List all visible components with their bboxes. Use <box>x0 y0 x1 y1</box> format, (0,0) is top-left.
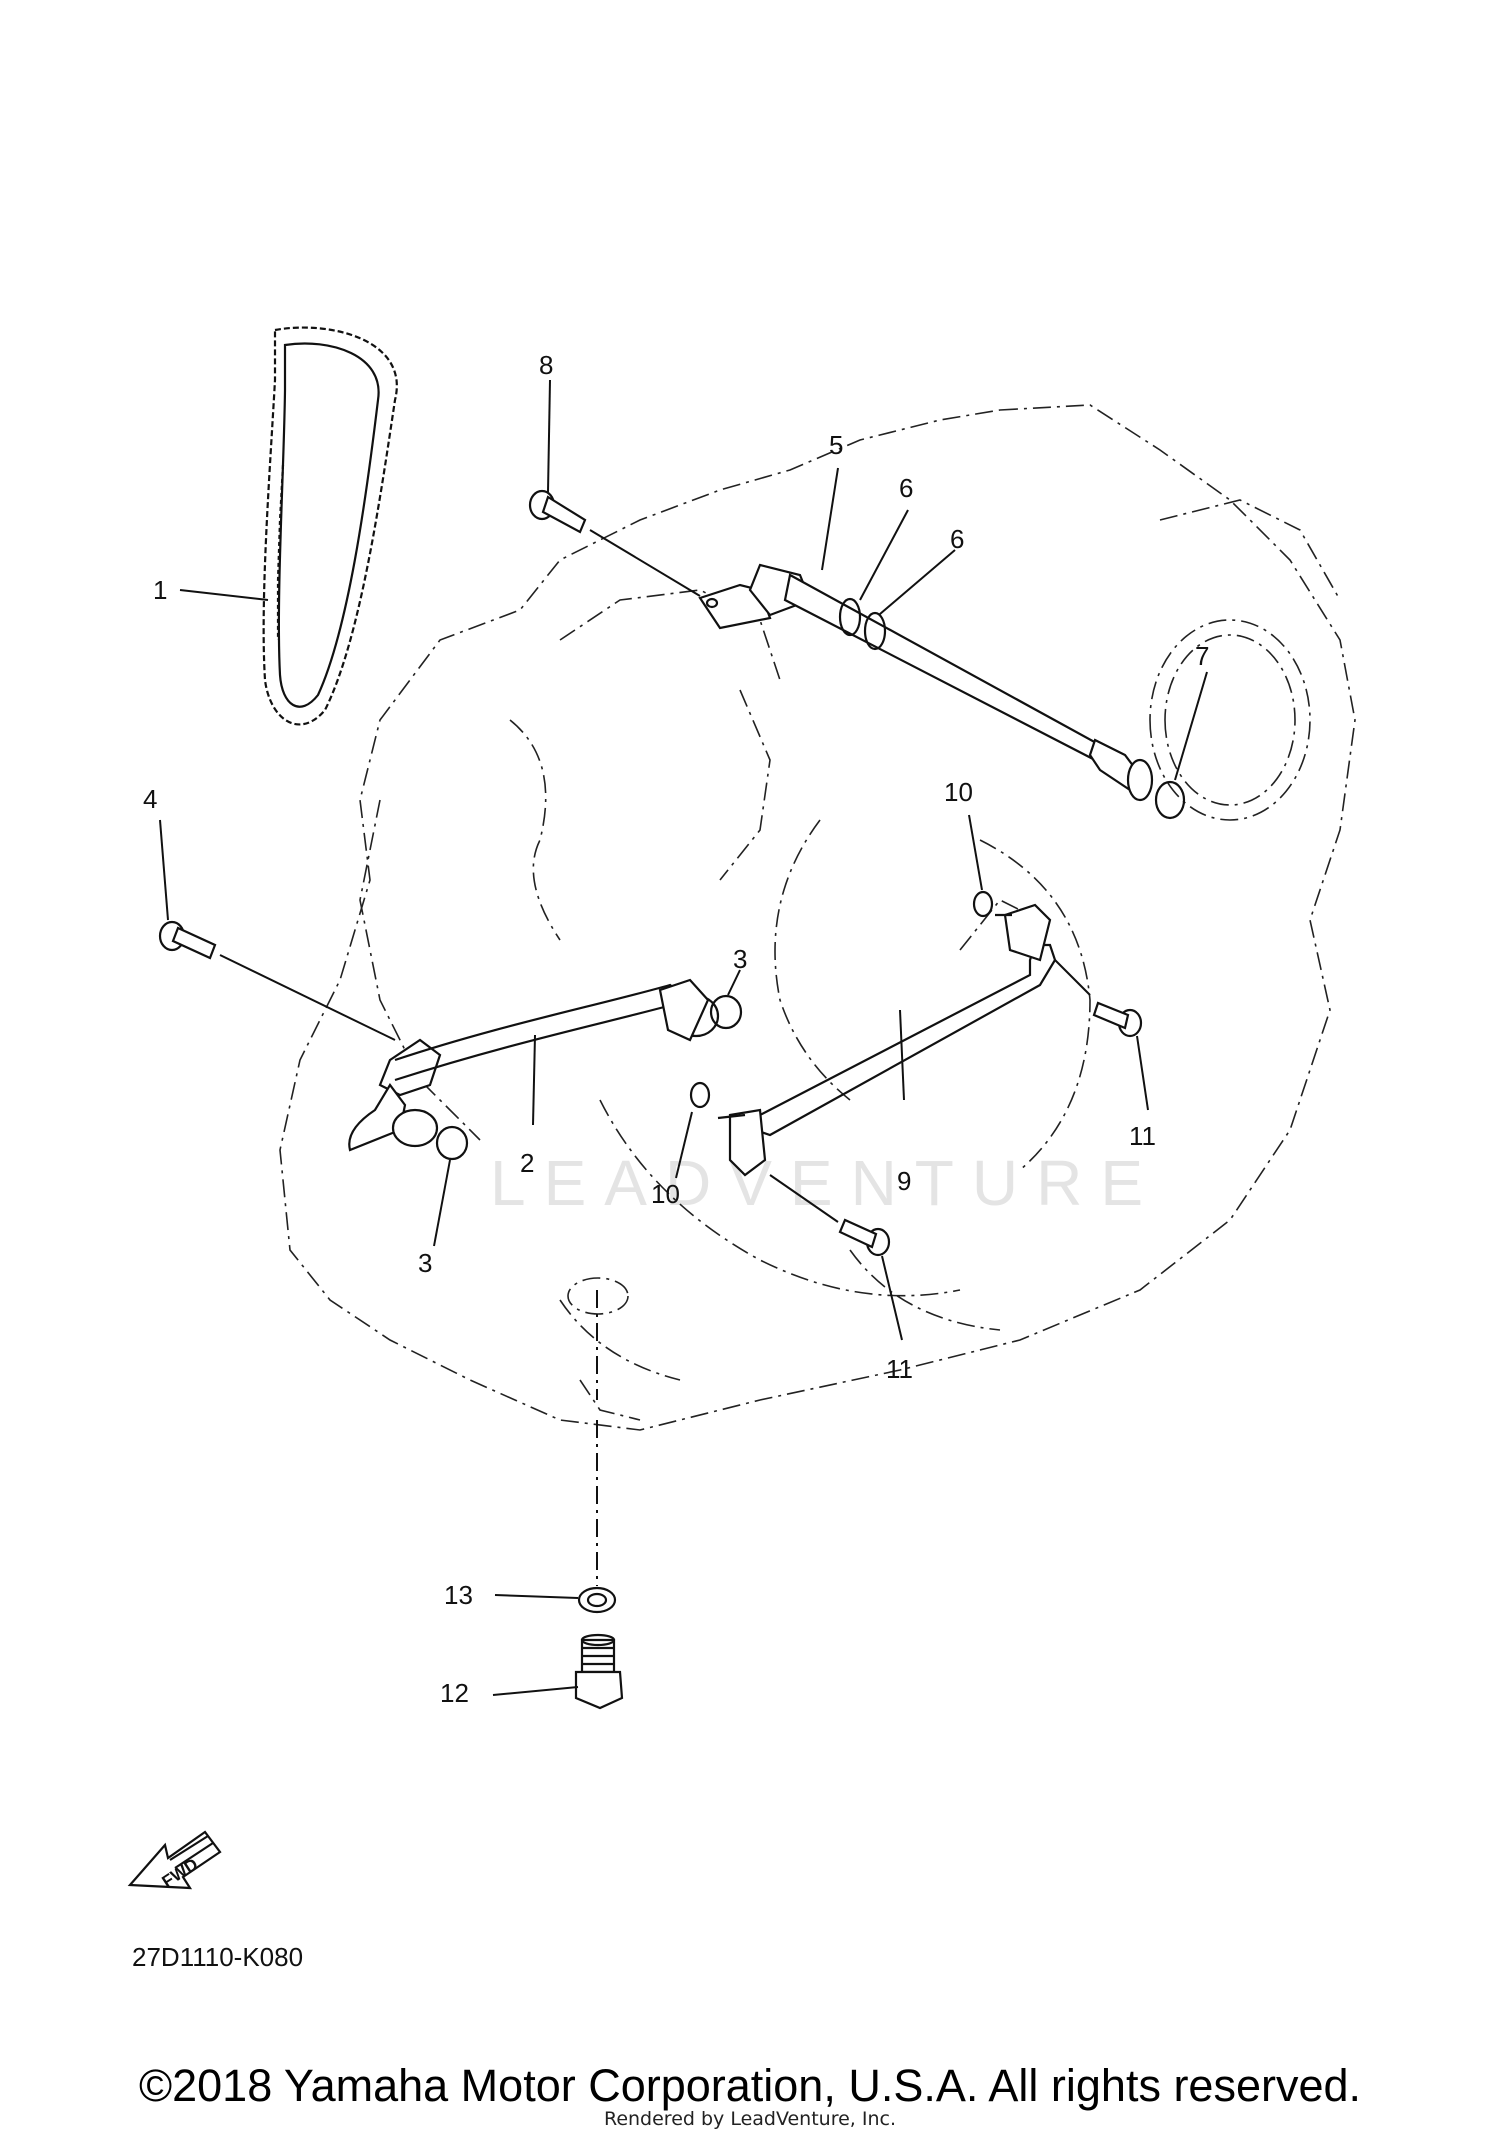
leader-11-axis-b <box>769 1174 839 1223</box>
part-7-o-ring[interactable] <box>1154 780 1186 820</box>
callout-3-upper: 3 <box>733 944 747 974</box>
watermark-text: LEADVENTURE <box>490 1147 1161 1219</box>
part-11-bolt-upper[interactable] <box>1092 1001 1143 1038</box>
callout-7: 7 <box>1195 641 1209 671</box>
callout-10-lower: 10 <box>651 1179 680 1209</box>
callout-9: 9 <box>897 1166 911 1196</box>
part-9-oil-pipe[interactable] <box>717 903 1057 1177</box>
part-10-o-ring-upper[interactable] <box>972 890 994 918</box>
fwd-arrow-icon: FWD <box>127 1830 222 1891</box>
callout-8: 8 <box>539 350 553 380</box>
callout-3-lower: 3 <box>418 1248 432 1278</box>
crankcase-outline <box>279 404 1356 1431</box>
callout-10-upper: 10 <box>944 777 973 807</box>
leader-11-axis-a <box>1054 959 1091 996</box>
part-4-bolt[interactable] <box>158 920 217 960</box>
part-2-oil-pipe[interactable] <box>348 978 720 1152</box>
part-1-cam-chain[interactable] <box>262 326 398 726</box>
part-6-o-ring-b[interactable] <box>863 611 887 651</box>
copyright-notice: ©2018 Yamaha Motor Corporation, U.S.A. A… <box>138 2060 1362 2111</box>
part-10-o-ring-lower[interactable] <box>689 1081 711 1109</box>
part-8-bolt[interactable] <box>528 489 587 534</box>
rendered-by-notice: Rendered by LeadVenture, Inc. <box>603 2108 897 2130</box>
part-5-shaft-assembly[interactable] <box>698 563 1154 802</box>
callout-leaders <box>159 379 1208 1696</box>
part-11-bolt-lower[interactable] <box>838 1218 891 1257</box>
leader-8-axis <box>589 529 701 597</box>
callout-11-lower: 11 <box>886 1354 913 1384</box>
callout-5: 5 <box>829 430 843 460</box>
callout-6-b: 6 <box>950 524 964 554</box>
callout-11-upper: 11 <box>1129 1121 1156 1151</box>
part-3-o-ring-upper[interactable] <box>709 994 743 1030</box>
callout-6-a: 6 <box>899 473 913 503</box>
diagram-code: 27D1110-K080 <box>132 1942 304 1972</box>
callout-2: 2 <box>520 1148 534 1178</box>
part-12-drain-plug[interactable] <box>574 1633 624 1710</box>
part-3-o-ring-lower[interactable] <box>435 1125 469 1161</box>
callout-4: 4 <box>143 784 157 814</box>
part-6-o-ring-a[interactable] <box>838 597 862 637</box>
leader-4-axis <box>219 954 396 1041</box>
callout-12: 12 <box>440 1678 469 1708</box>
part-13-washer[interactable] <box>577 1586 617 1614</box>
callout-13: 13 <box>444 1580 473 1610</box>
callout-1: 1 <box>153 575 167 605</box>
